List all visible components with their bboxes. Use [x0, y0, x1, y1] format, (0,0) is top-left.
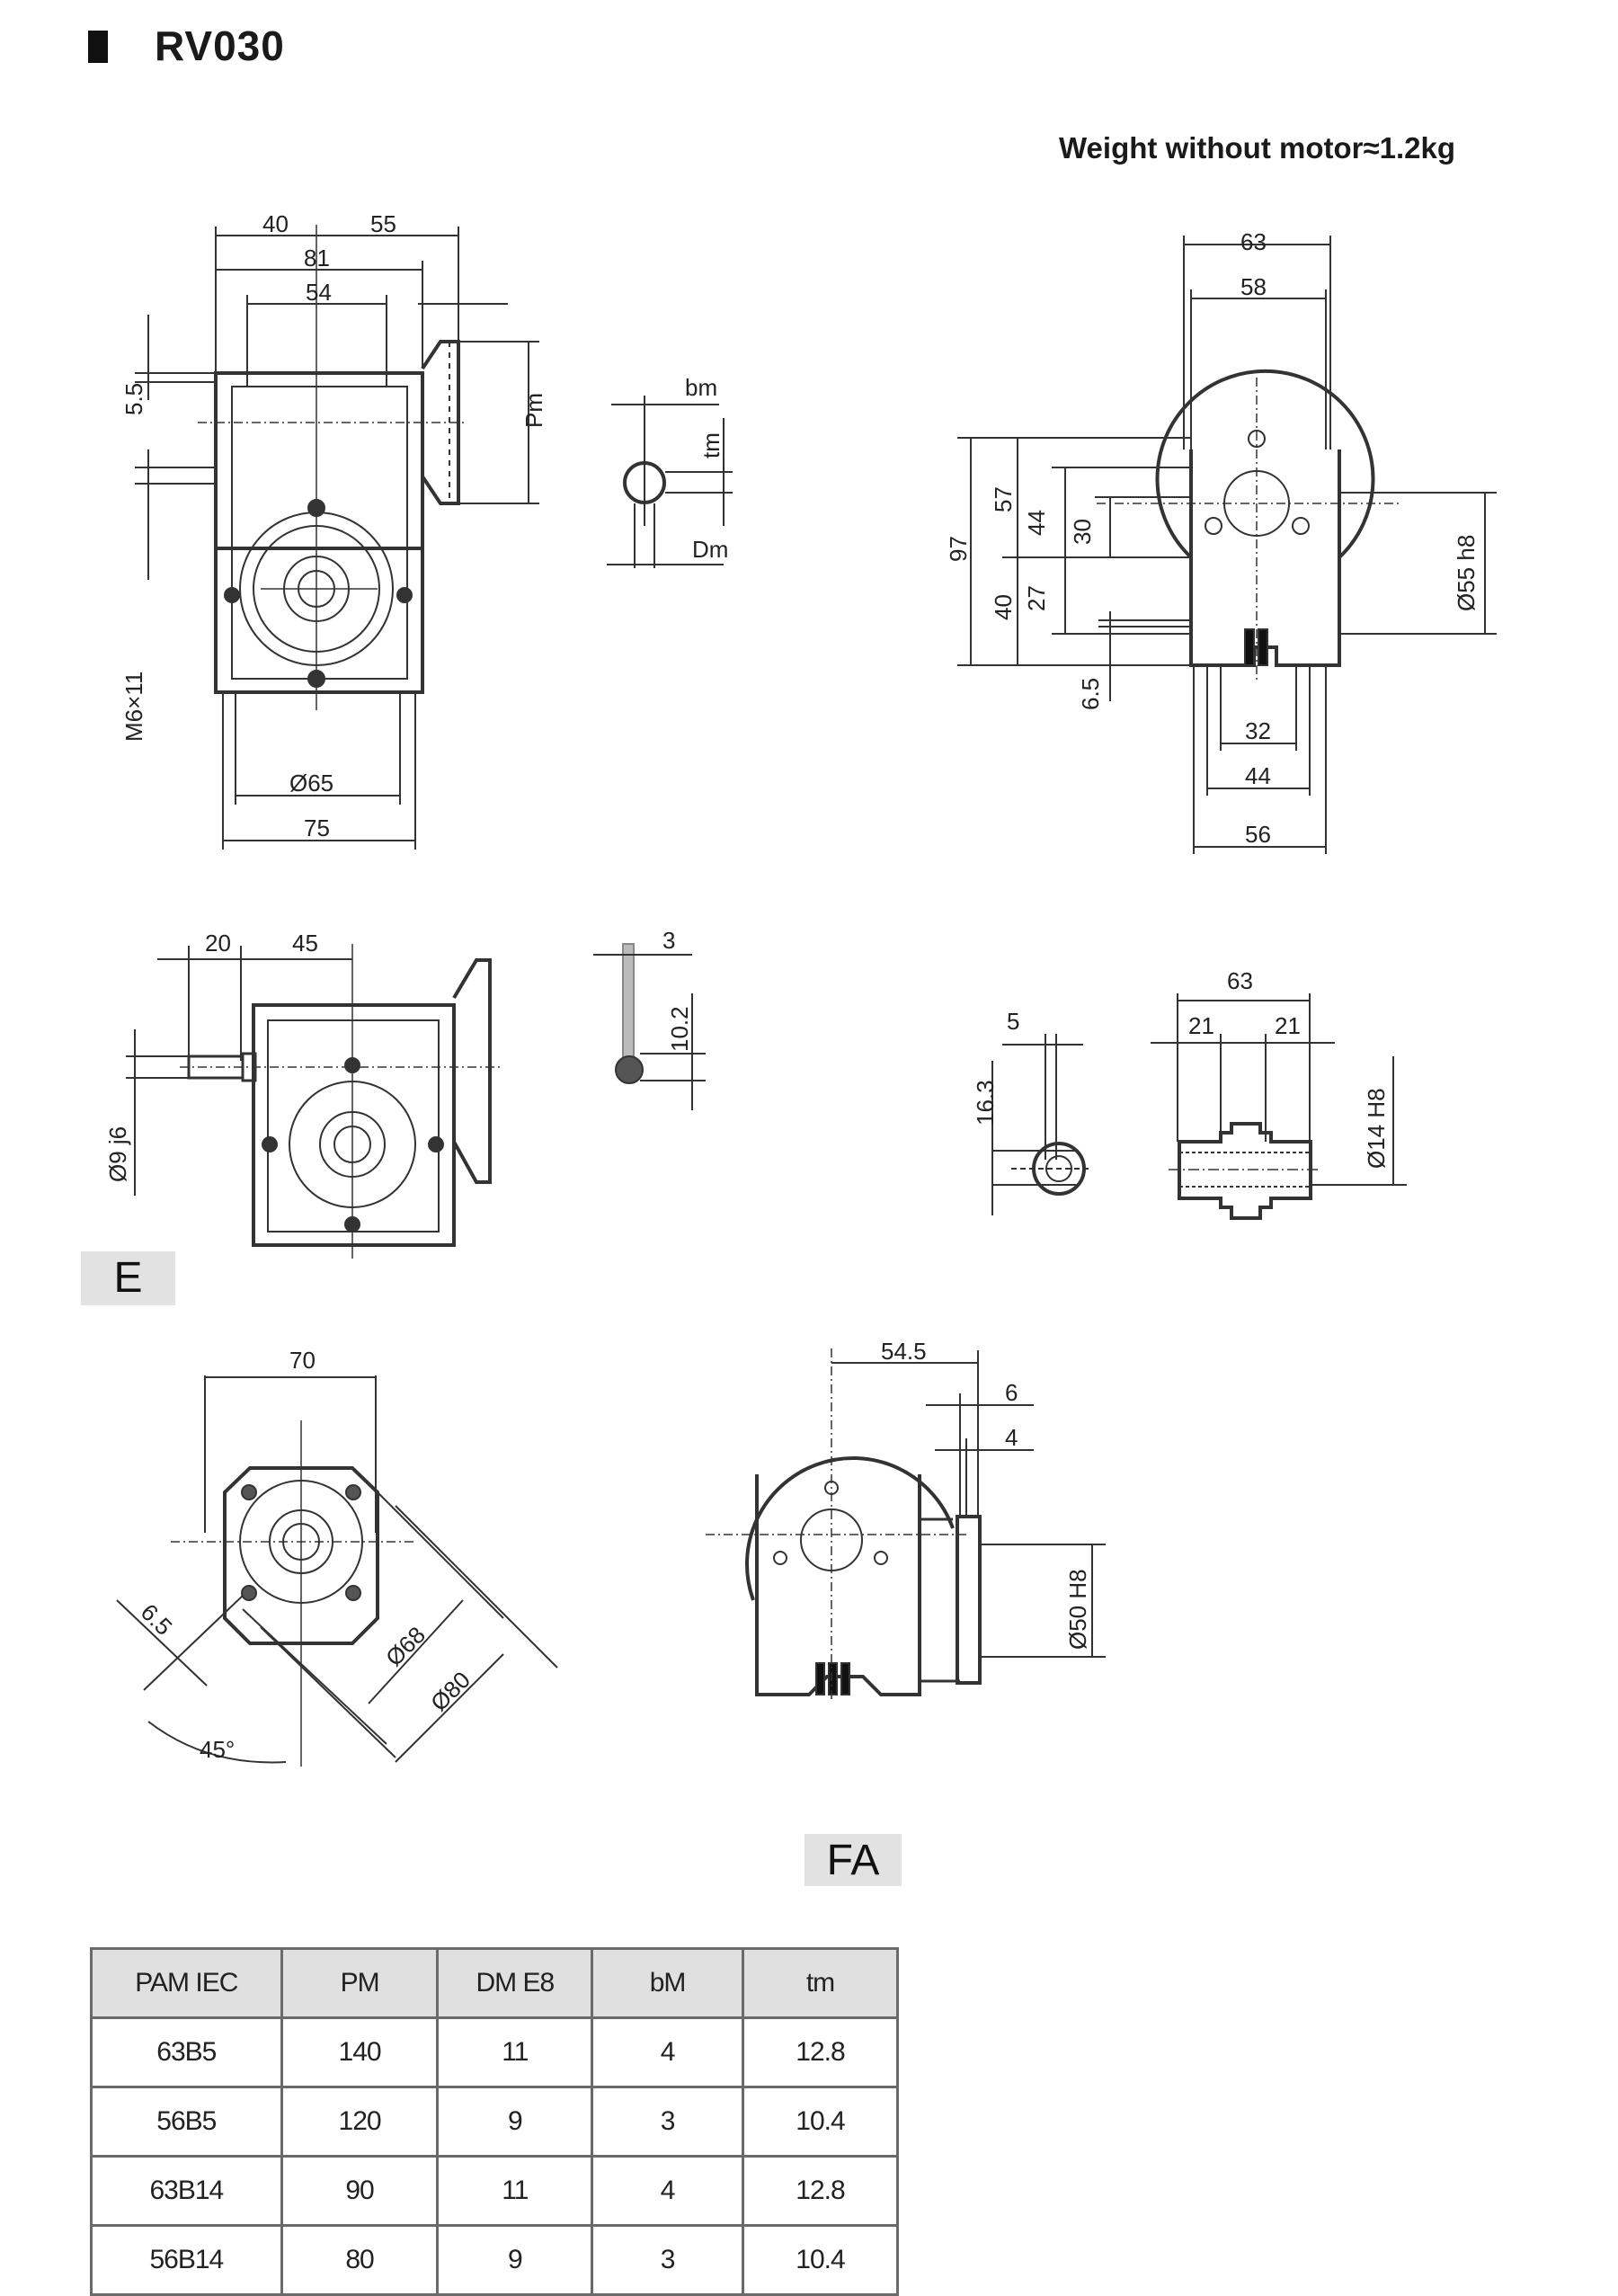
- dim-75: 75: [304, 814, 330, 841]
- dim-tm: tm: [698, 432, 725, 458]
- dim-6-5-side: 6.5: [1077, 678, 1104, 710]
- side-view: [957, 236, 1497, 854]
- table-row: 63B5 140 11 4 12.8: [90, 2016, 900, 2088]
- cell-dm: 11: [436, 2155, 594, 2227]
- cell-pm: 80: [280, 2224, 440, 2296]
- cell-pm: 140: [280, 2016, 440, 2088]
- dim-5-5: 5.5: [120, 383, 147, 415]
- input-key-detail: [607, 396, 733, 568]
- e-key-detail: [593, 943, 706, 1110]
- dim-54: 54: [306, 279, 332, 306]
- dim-4: 4: [1005, 1424, 1018, 1451]
- cell-dm: 11: [436, 2016, 594, 2088]
- cell-pam: 56B14: [90, 2224, 283, 2296]
- table-row: 56B5 120 9 3 10.4: [90, 2086, 900, 2158]
- cell-bm: 3: [591, 2224, 744, 2296]
- dim-70: 70: [289, 1347, 316, 1374]
- dim-54-5: 54.5: [881, 1338, 927, 1365]
- header-pam-iec: PAM IEC: [90, 1947, 283, 2019]
- dim-d55-h8: Ø55 h8: [1453, 535, 1480, 611]
- cell-pam: 63B14: [90, 2155, 283, 2227]
- dim-angle-45: 45°: [200, 1736, 235, 1763]
- dim-3: 3: [662, 927, 675, 954]
- dim-58: 58: [1240, 273, 1267, 300]
- dim-44-vertical: 44: [1023, 510, 1050, 536]
- cell-bm: 4: [591, 2016, 744, 2088]
- dim-97: 97: [945, 536, 972, 562]
- dim-55: 55: [370, 210, 396, 237]
- dim-21-left: 21: [1188, 1012, 1214, 1039]
- cell-pam: 56B5: [90, 2086, 283, 2158]
- cell-pm: 90: [280, 2155, 440, 2227]
- hollow-shaft-detail: [991, 993, 1407, 1220]
- dim-44-horizontal: 44: [1245, 762, 1271, 789]
- cell-dm: 9: [436, 2224, 594, 2296]
- cell-tm: 12.8: [741, 2016, 900, 2088]
- weight-note: Weight without motor≈1.2kg: [1059, 131, 1455, 165]
- dim-6-5-flange: 6.5: [136, 1598, 178, 1641]
- table-row: 56B14 80 9 3 10.4: [90, 2224, 900, 2296]
- flange-view: [116, 1375, 558, 1766]
- dim-63-top: 63: [1240, 228, 1267, 255]
- dim-56: 56: [1245, 821, 1271, 848]
- cell-tm: 12.8: [741, 2155, 900, 2227]
- header-bm: bM: [591, 1947, 744, 2019]
- cell-pam: 63B5: [90, 2016, 283, 2088]
- dim-5: 5: [1007, 1008, 1019, 1035]
- dim-d65: Ø65: [289, 770, 333, 796]
- dim-45: 45: [292, 930, 318, 957]
- pam-iec-table: PAM IEC PM DM E8 bM tm 63B5 140 11 4 12.…: [90, 1947, 900, 2296]
- dim-pm: Pm: [520, 393, 547, 428]
- header-tm: tm: [741, 1947, 900, 2019]
- dim-6: 6: [1005, 1379, 1018, 1406]
- dim-21-right: 21: [1275, 1012, 1301, 1039]
- dim-20: 20: [205, 930, 231, 957]
- dim-30: 30: [1069, 519, 1096, 545]
- dim-d68: Ø68: [380, 1621, 431, 1671]
- dim-m6x11: M6×11: [120, 672, 147, 742]
- cell-dm: 9: [436, 2086, 594, 2158]
- table-header-row: PAM IEC PM DM E8 bM tm: [90, 1947, 900, 2019]
- dim-bm: bm: [685, 374, 717, 401]
- dim-81: 81: [304, 245, 330, 271]
- dim-40-side: 40: [990, 594, 1017, 620]
- header-pm: PM: [280, 1947, 440, 2019]
- input-shaft-view-e: [126, 944, 503, 1259]
- view-label-fa: FA: [805, 1834, 902, 1886]
- table-row: 63B14 90 11 4 12.8: [90, 2155, 900, 2227]
- output-flange-view-fa: [706, 1348, 1106, 1699]
- dim-d14-h8: Ø14 H8: [1363, 1088, 1390, 1169]
- front-view: [135, 225, 539, 850]
- dim-16-3: 16.3: [972, 1080, 999, 1126]
- dim-63-shaft: 63: [1227, 967, 1253, 994]
- cell-bm: 4: [591, 2155, 744, 2227]
- header-dm-e8: DM E8: [436, 1947, 594, 2019]
- page-title: RV030: [155, 22, 285, 69]
- dim-32: 32: [1245, 717, 1271, 744]
- cell-bm: 3: [591, 2086, 744, 2158]
- cell-pm: 120: [280, 2086, 440, 2158]
- cell-tm: 10.4: [741, 2224, 900, 2296]
- view-label-e: E: [81, 1251, 175, 1305]
- cell-tm: 10.4: [741, 2086, 900, 2158]
- dim-40: 40: [262, 210, 289, 237]
- dim-d80: Ø80: [425, 1666, 476, 1716]
- title-bullet-icon: [88, 31, 108, 63]
- dim-57: 57: [990, 486, 1017, 512]
- dim-27: 27: [1023, 585, 1050, 611]
- dim-10-2: 10.2: [666, 1006, 693, 1052]
- dim-dm: Dm: [692, 536, 728, 563]
- dim-d9-j6: Ø9 j6: [104, 1126, 131, 1182]
- dim-d50-h8: Ø50 H8: [1064, 1569, 1091, 1650]
